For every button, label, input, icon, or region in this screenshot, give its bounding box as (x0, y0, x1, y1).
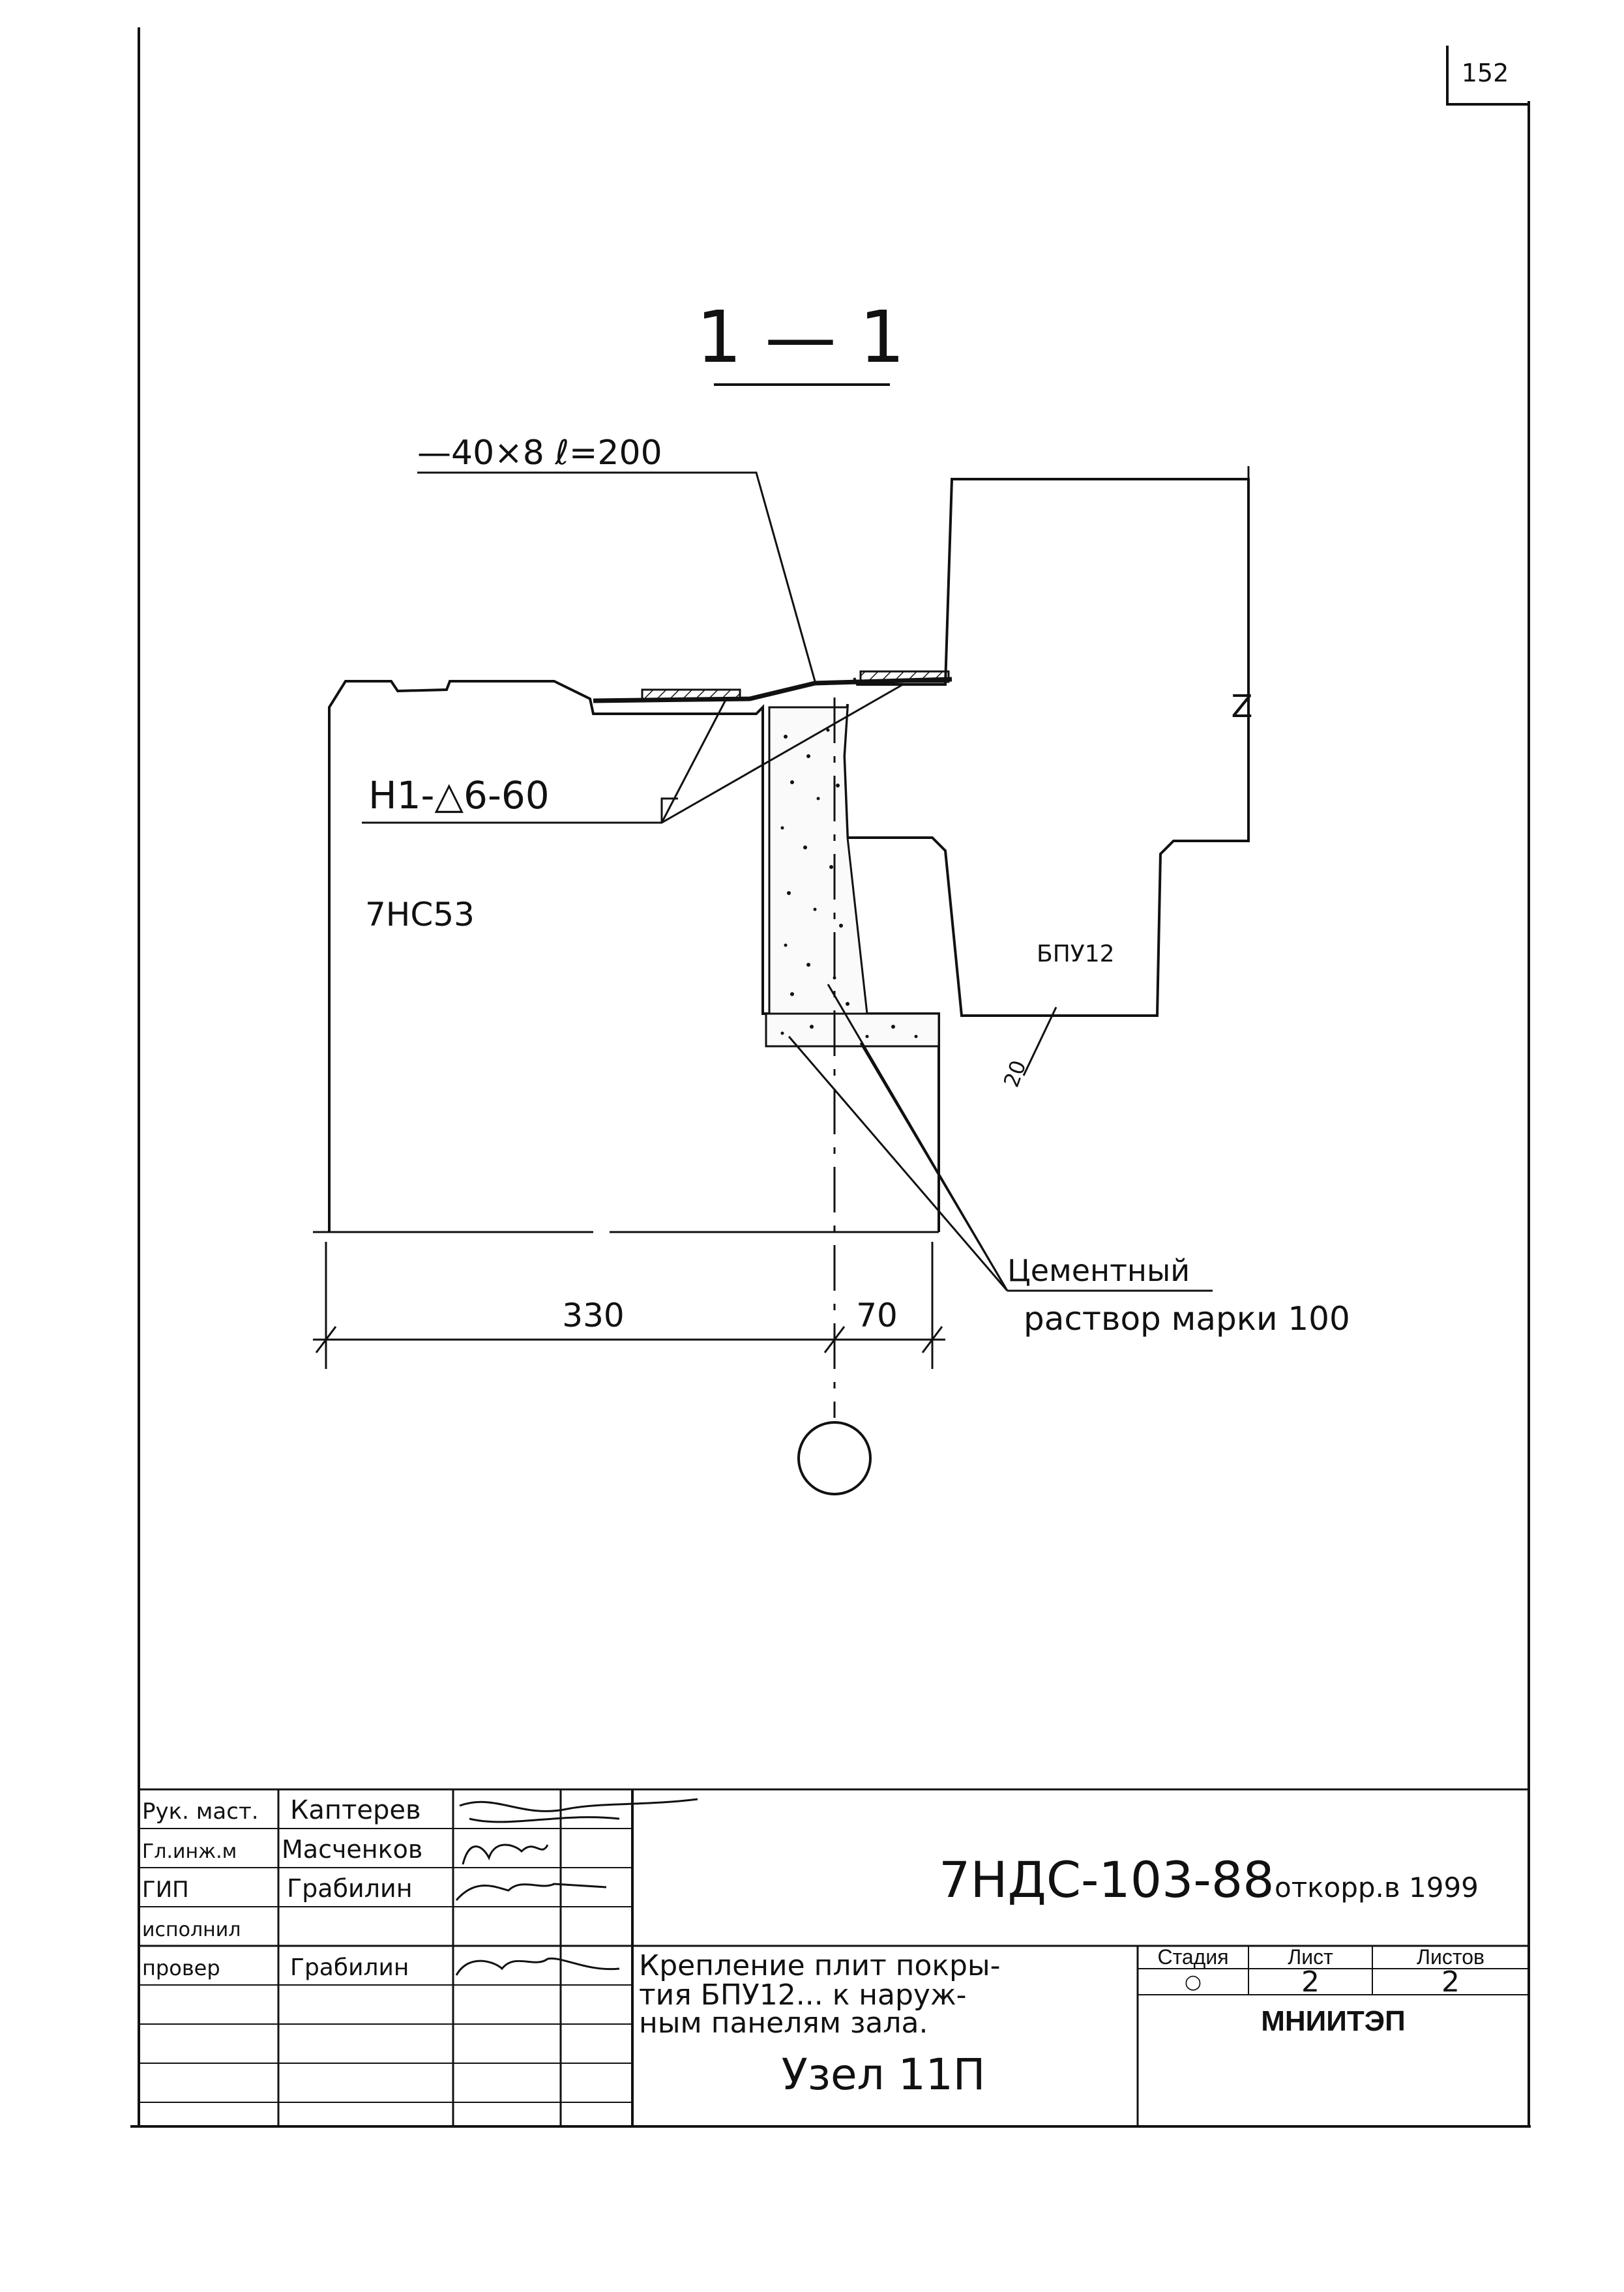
section-mark: 1 — 1 (696, 295, 905, 379)
mortar-label-1: Цементный (1007, 1253, 1190, 1288)
weld-right (859, 670, 950, 683)
plate-label: —40×8 ℓ=200 (417, 433, 662, 473)
axis-marker (797, 1421, 872, 1495)
sheet-header: Лист (1288, 1945, 1333, 1969)
name-0: Каптерев (290, 1795, 421, 1825)
sheet-number: 152 (1462, 59, 1509, 87)
sheets-value: 2 (1441, 1965, 1460, 1999)
sheet-value: 2 (1301, 1965, 1320, 1999)
name-1: Масченков (282, 1835, 422, 1864)
description-line-2: тия БПУ12... к наруж- (639, 1978, 966, 2012)
organization: МНИИТЭП (1261, 2005, 1405, 2037)
weld-symbol (660, 797, 678, 823)
dim-330: 330 (562, 1297, 624, 1334)
role-2: ГИП (142, 1877, 189, 1903)
correction-note: откорр.в 1999 (1275, 1872, 1479, 1903)
name-4: Грабилин (290, 1954, 409, 1981)
plate-leader (417, 471, 816, 682)
description-line-1: Крепление плит покры- (639, 1949, 1001, 1982)
wall-panel-outline (328, 680, 940, 1232)
stage-value: ○ (1185, 1971, 1202, 1993)
slab-label: БПУ12 (1037, 941, 1115, 967)
signatures (455, 1798, 698, 1976)
role-3: исполнил (142, 1918, 241, 1941)
vertical-mark: Z (1232, 688, 1253, 725)
panel-label: 7НС53 (365, 896, 475, 933)
slab-outline (842, 478, 1250, 1017)
dim-70: 70 (856, 1297, 898, 1334)
role-4: провер (142, 1956, 220, 1980)
mortar-label-2: раствор марки 100 (1024, 1300, 1350, 1338)
sheets-header: Листов (1417, 1945, 1484, 1969)
stage-header: Стадия (1157, 1945, 1228, 1969)
node-title: Узел 11П (782, 2050, 986, 2100)
role-0: Рук. маст. (142, 1799, 259, 1825)
role-1: Гл.инж.м (142, 1840, 237, 1863)
weld-label: Н1-△6-60 (368, 773, 550, 817)
name-2: Грабилин (287, 1874, 413, 1903)
gap-label: 20 (999, 1057, 1031, 1090)
mortar-bed (765, 1012, 940, 1048)
description-line-3: ным панелям зала. (639, 2006, 928, 2040)
mortar-leaders (788, 984, 1213, 1292)
sheet-number-box: 152 (1446, 46, 1529, 106)
gap-dim-line (1022, 1006, 1057, 1076)
title-block-grid (139, 1788, 1529, 2126)
dimension-chain (313, 1242, 945, 1369)
document-code: 7НДС-103-88 (939, 1851, 1275, 1909)
weld-leader-2 (661, 683, 904, 824)
weld-left (641, 688, 741, 701)
